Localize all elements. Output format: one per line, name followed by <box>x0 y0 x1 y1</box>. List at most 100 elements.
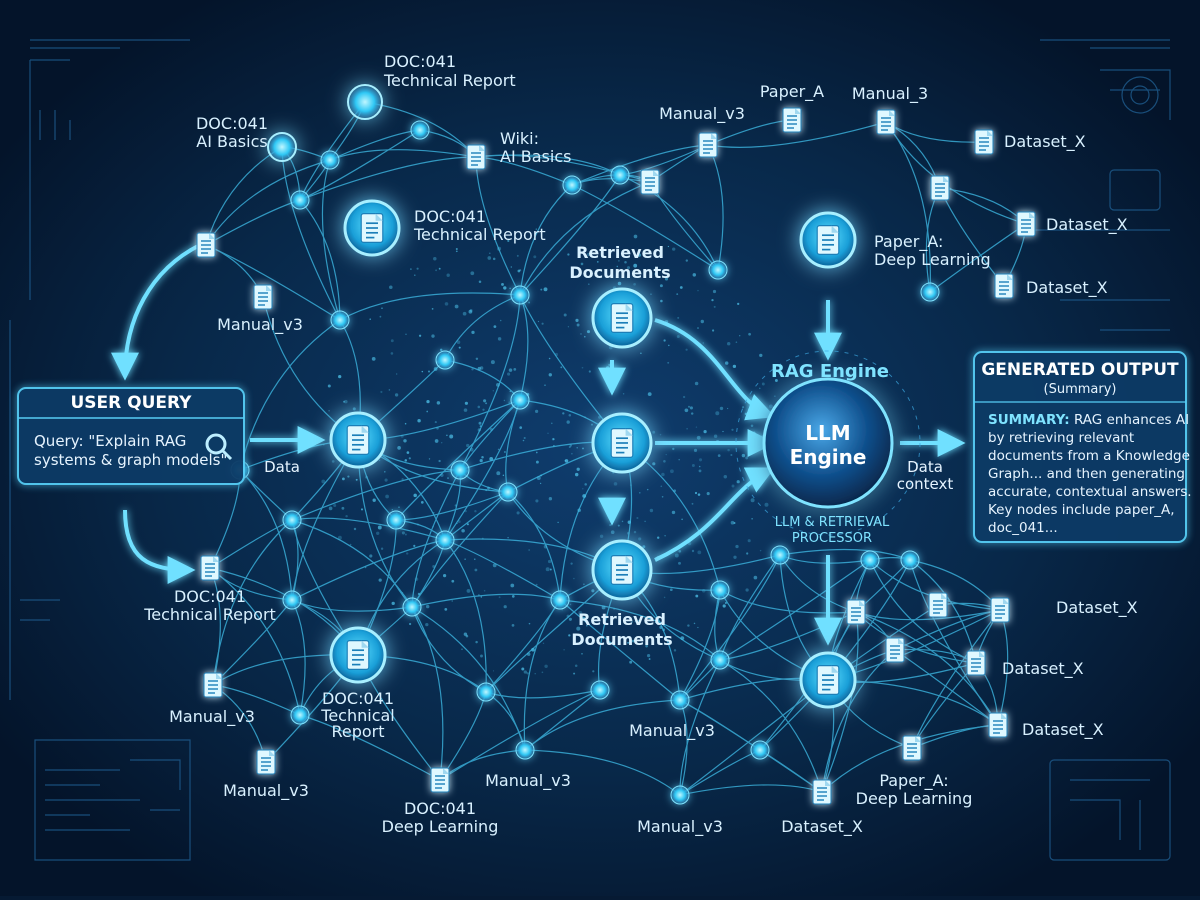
particle <box>397 446 401 450</box>
document-icon[interactable] <box>966 650 986 676</box>
particle <box>428 370 430 373</box>
graph-node[interactable] <box>330 310 350 330</box>
graph-node[interactable] <box>610 165 630 185</box>
graph-node[interactable] <box>282 590 302 610</box>
particle <box>618 260 620 262</box>
document-icon[interactable] <box>902 735 922 761</box>
document-icon[interactable] <box>930 175 950 201</box>
document-icon[interactable] <box>203 672 223 698</box>
output-line-1: by retrieving relevant <box>988 430 1134 446</box>
graph-node[interactable] <box>435 350 455 370</box>
particle <box>561 609 563 611</box>
hub-document-node[interactable] <box>329 411 387 469</box>
document-icon[interactable] <box>876 109 896 135</box>
document-icon[interactable] <box>990 597 1010 623</box>
graph-node[interactable] <box>710 580 730 600</box>
hub-document-node[interactable] <box>329 626 387 684</box>
hub-node[interactable] <box>347 84 383 120</box>
particle <box>426 410 429 413</box>
document-icon[interactable] <box>846 599 866 625</box>
particle <box>461 648 463 651</box>
particle <box>503 286 507 290</box>
graph-node[interactable] <box>498 482 518 502</box>
graph-node[interactable] <box>562 175 582 195</box>
graph-node[interactable] <box>710 650 730 670</box>
graph-node[interactable] <box>320 150 340 170</box>
particle <box>631 639 635 643</box>
particle <box>717 454 721 457</box>
graph-edge <box>321 159 341 321</box>
hub-document-node[interactable] <box>799 211 857 269</box>
graph-node[interactable] <box>670 785 690 805</box>
document-icon[interactable] <box>698 132 718 158</box>
graph-edge <box>679 659 721 796</box>
particle <box>533 255 537 259</box>
graph-node[interactable] <box>402 597 422 617</box>
particle <box>587 252 591 257</box>
document-icon[interactable] <box>196 232 216 258</box>
search-icon[interactable] <box>205 433 233 461</box>
label-dataset-x-br1: Dataset_X <box>1056 598 1138 618</box>
particle <box>736 480 740 484</box>
particle <box>503 605 507 609</box>
graph-node[interactable] <box>435 530 455 550</box>
rag-engine[interactable]: RAG Engine LLM Engine LLM & RETRIEVAL PR… <box>735 350 921 546</box>
graph-edge <box>524 749 681 796</box>
particle <box>751 518 753 520</box>
document-icon[interactable] <box>200 555 220 581</box>
user-query-panel[interactable]: USER QUERY Query: "Explain RAG systems &… <box>17 387 245 485</box>
particle <box>732 364 737 369</box>
document-icon[interactable] <box>256 749 276 775</box>
hub-document-node[interactable] <box>591 539 653 601</box>
label-doc041-tr-left-1: DOC:041 <box>174 587 246 606</box>
engine-core-line1: LLM <box>805 421 850 445</box>
particle <box>698 465 701 468</box>
graph-node[interactable] <box>590 680 610 700</box>
particle <box>759 353 763 358</box>
graph-node[interactable] <box>290 705 310 725</box>
graph-node[interactable] <box>708 260 728 280</box>
document-icon[interactable] <box>885 637 905 663</box>
graph-node[interactable] <box>476 682 496 702</box>
label-dataset-x-2: Dataset_X <box>1046 215 1128 235</box>
document-icon[interactable] <box>928 592 948 618</box>
graph-node[interactable] <box>920 282 940 302</box>
document-icon[interactable] <box>812 779 832 805</box>
document-icon[interactable] <box>640 169 660 195</box>
particle <box>404 459 408 462</box>
graph-node[interactable] <box>670 690 690 710</box>
generated-output-panel[interactable]: GENERATED OUTPUT (Summary) SUMMARY: RAG … <box>973 351 1192 543</box>
hub-document-node[interactable] <box>591 412 653 474</box>
graph-node[interactable] <box>450 460 470 480</box>
graph-node[interactable] <box>550 590 570 610</box>
graph-node[interactable] <box>770 545 790 565</box>
edge-label-data: Data <box>264 458 300 476</box>
particle <box>371 357 376 361</box>
particle <box>439 348 443 352</box>
particle <box>652 430 656 434</box>
document-icon[interactable] <box>466 144 486 170</box>
graph-node[interactable] <box>860 550 880 570</box>
document-icon[interactable] <box>988 712 1008 738</box>
graph-node[interactable] <box>515 740 535 760</box>
hub-document-node[interactable] <box>343 199 401 257</box>
document-icon[interactable] <box>974 129 994 155</box>
document-icon[interactable] <box>994 273 1014 299</box>
document-icon[interactable] <box>1016 211 1036 237</box>
graph-node[interactable] <box>900 550 920 570</box>
hub-document-node[interactable] <box>799 651 857 709</box>
graph-node[interactable] <box>410 120 430 140</box>
document-icon[interactable] <box>253 284 273 310</box>
graph-node[interactable] <box>510 285 530 305</box>
graph-node[interactable] <box>290 190 310 210</box>
graph-node[interactable] <box>750 740 770 760</box>
hub-node[interactable] <box>267 132 297 162</box>
particle <box>485 402 488 405</box>
document-icon[interactable] <box>782 107 802 133</box>
document-icon[interactable] <box>430 767 450 793</box>
hub-document-node[interactable] <box>591 287 653 349</box>
graph-node[interactable] <box>386 510 406 530</box>
graph-node[interactable] <box>282 510 302 530</box>
graph-node[interactable] <box>510 390 530 410</box>
particle <box>471 330 475 335</box>
